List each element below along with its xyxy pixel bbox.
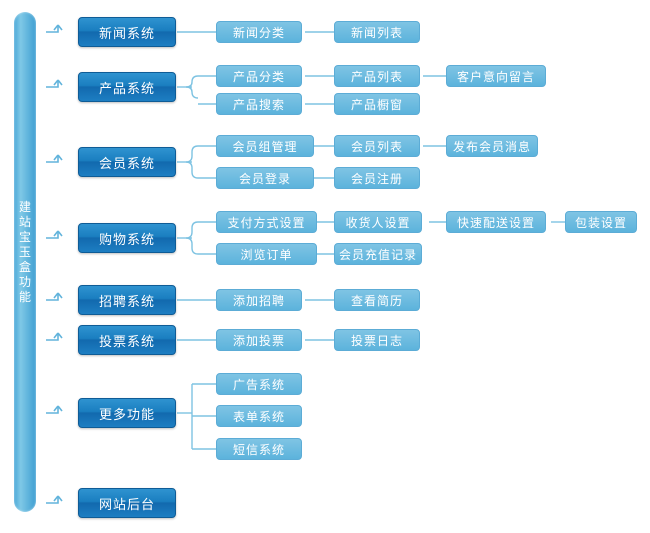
root-char-1: 站 <box>18 215 31 229</box>
root-char-0: 建 <box>18 200 31 214</box>
node-publish-member-news[interactable]: 发布会员消息 <box>446 135 538 157</box>
node-vote-log[interactable]: 投票日志 <box>334 329 420 351</box>
root-char-6: 能 <box>18 290 31 304</box>
root-trunk <box>14 12 36 512</box>
node-shopping-system[interactable]: 购物系统 <box>78 223 176 253</box>
node-member-recharge-log[interactable]: 会员充值记录 <box>334 243 422 265</box>
node-member-login[interactable]: 会员登录 <box>216 167 314 189</box>
node-add-vote[interactable]: 添加投票 <box>216 329 302 351</box>
root-char-5: 功 <box>18 275 31 289</box>
node-product-search[interactable]: 产品搜索 <box>216 93 302 115</box>
root-label: 建 站 宝 玉 盒 功 能 <box>14 200 36 305</box>
node-ad-system[interactable]: 广告系统 <box>216 373 302 395</box>
node-news-category[interactable]: 新闻分类 <box>216 21 302 43</box>
node-member-group-manage[interactable]: 会员组管理 <box>216 135 314 157</box>
node-add-recruit[interactable]: 添加招聘 <box>216 289 302 311</box>
node-member-register[interactable]: 会员注册 <box>334 167 420 189</box>
node-browse-orders[interactable]: 浏览订单 <box>216 243 317 265</box>
root-char-2: 宝 <box>18 230 31 244</box>
node-news-list[interactable]: 新闻列表 <box>334 21 420 43</box>
node-package-settings[interactable]: 包装设置 <box>565 211 637 233</box>
node-recruit-system[interactable]: 招聘系统 <box>78 285 176 315</box>
node-form-system[interactable]: 表单系统 <box>216 405 302 427</box>
node-sms-system[interactable]: 短信系统 <box>216 438 302 460</box>
node-product-list[interactable]: 产品列表 <box>334 65 420 87</box>
node-member-system[interactable]: 会员系统 <box>78 147 176 177</box>
node-vote-system[interactable]: 投票系统 <box>78 325 176 355</box>
node-member-list[interactable]: 会员列表 <box>334 135 420 157</box>
node-news-system[interactable]: 新闻系统 <box>78 17 176 47</box>
node-product-category[interactable]: 产品分类 <box>216 65 302 87</box>
node-more-functions[interactable]: 更多功能 <box>78 398 176 428</box>
node-view-resume[interactable]: 查看简历 <box>334 289 420 311</box>
node-product-showcase[interactable]: 产品橱窗 <box>334 93 420 115</box>
node-website-backend[interactable]: 网站后台 <box>78 488 176 518</box>
node-product-system[interactable]: 产品系统 <box>78 72 176 102</box>
node-payment-settings[interactable]: 支付方式设置 <box>216 211 317 233</box>
root-char-4: 盒 <box>18 260 31 274</box>
node-express-settings[interactable]: 快速配送设置 <box>446 211 546 233</box>
root-char-3: 玉 <box>18 245 31 259</box>
node-customer-message[interactable]: 客户意向留言 <box>446 65 546 87</box>
node-consignee-settings[interactable]: 收货人设置 <box>334 211 422 233</box>
